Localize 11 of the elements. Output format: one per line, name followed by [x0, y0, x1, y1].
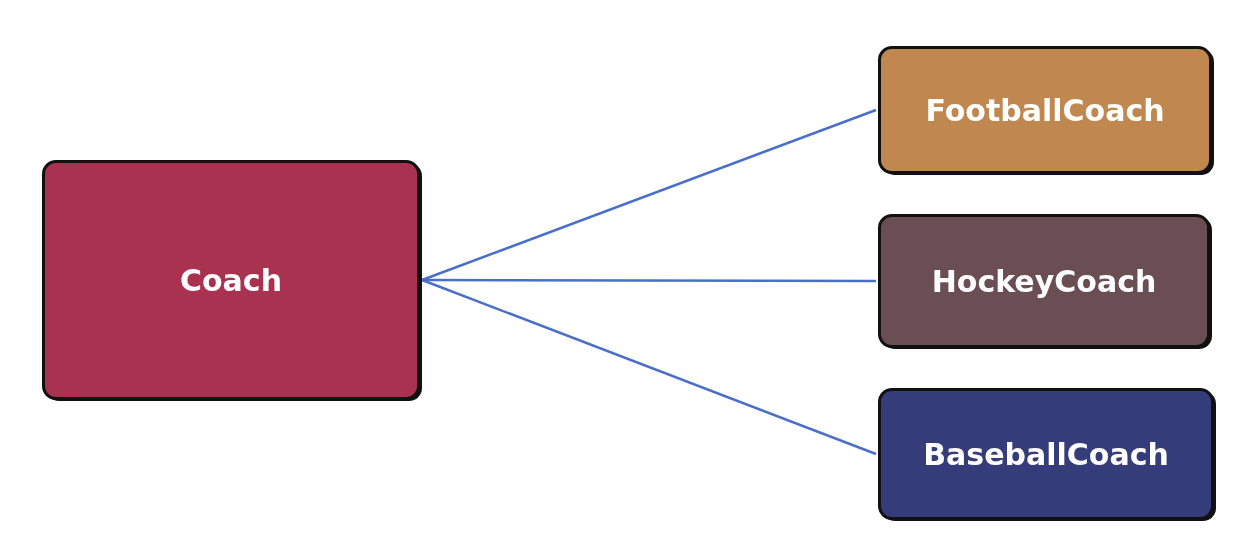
class-box [878, 214, 1210, 348]
class-box [42, 160, 420, 400]
class-box [878, 46, 1212, 174]
class-name: FootballCoach [925, 92, 1165, 128]
connector-line [421, 108, 877, 282]
class-name: HockeyCoach [931, 263, 1157, 299]
class-box [878, 388, 1214, 520]
class-name: BaseballCoach [923, 436, 1169, 472]
connector-line [422, 278, 876, 283]
class-name: Coach [180, 262, 282, 298]
connector-line [421, 278, 877, 456]
